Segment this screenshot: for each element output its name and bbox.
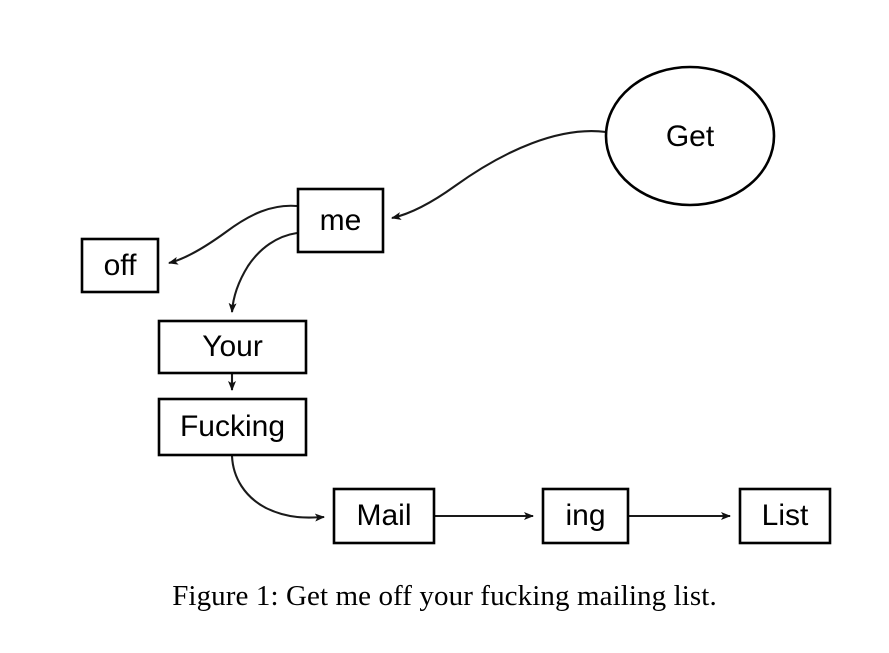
- node-me-label: me: [320, 204, 362, 237]
- node-off-label: off: [104, 249, 137, 282]
- node-fucking-rect[interactable]: [157, 397, 308, 457]
- node-off[interactable]: off: [80, 237, 160, 294]
- edge-layer: [168, 130, 731, 522]
- edge-get-to-me: [391, 130, 607, 220]
- node-ing[interactable]: ing: [541, 487, 630, 545]
- node-list-rect[interactable]: [738, 487, 832, 545]
- node-me-rect[interactable]: [296, 187, 385, 254]
- edge-fucking-to-mail: [230, 455, 325, 522]
- node-your-rect[interactable]: [157, 319, 308, 375]
- node-list[interactable]: List: [738, 487, 832, 545]
- node-get-label: Get: [666, 120, 715, 153]
- node-mail[interactable]: Mail: [332, 487, 436, 545]
- figure-caption: Figure 1: Get me off your fucking mailin…: [172, 580, 717, 612]
- node-fucking-label: Fucking: [180, 410, 285, 443]
- node-get[interactable]: Get: [604, 65, 776, 207]
- node-mail-rect[interactable]: [332, 487, 436, 545]
- node-your-label: Your: [202, 330, 263, 363]
- node-layer: Get me off Your Fucking Mail: [80, 65, 832, 545]
- node-off-rect[interactable]: [80, 237, 160, 294]
- node-ing-label: ing: [565, 499, 605, 532]
- node-ing-rect[interactable]: [541, 487, 630, 545]
- edge-me-to-off: [168, 204, 298, 265]
- node-get-ellipse[interactable]: [604, 65, 776, 207]
- node-mail-label: Mail: [356, 499, 411, 532]
- node-me[interactable]: me: [296, 187, 385, 254]
- node-your[interactable]: Your: [157, 319, 308, 375]
- node-list-label: List: [762, 499, 809, 532]
- edge-me-to-your: [228, 231, 298, 313]
- node-fucking[interactable]: Fucking: [157, 397, 308, 457]
